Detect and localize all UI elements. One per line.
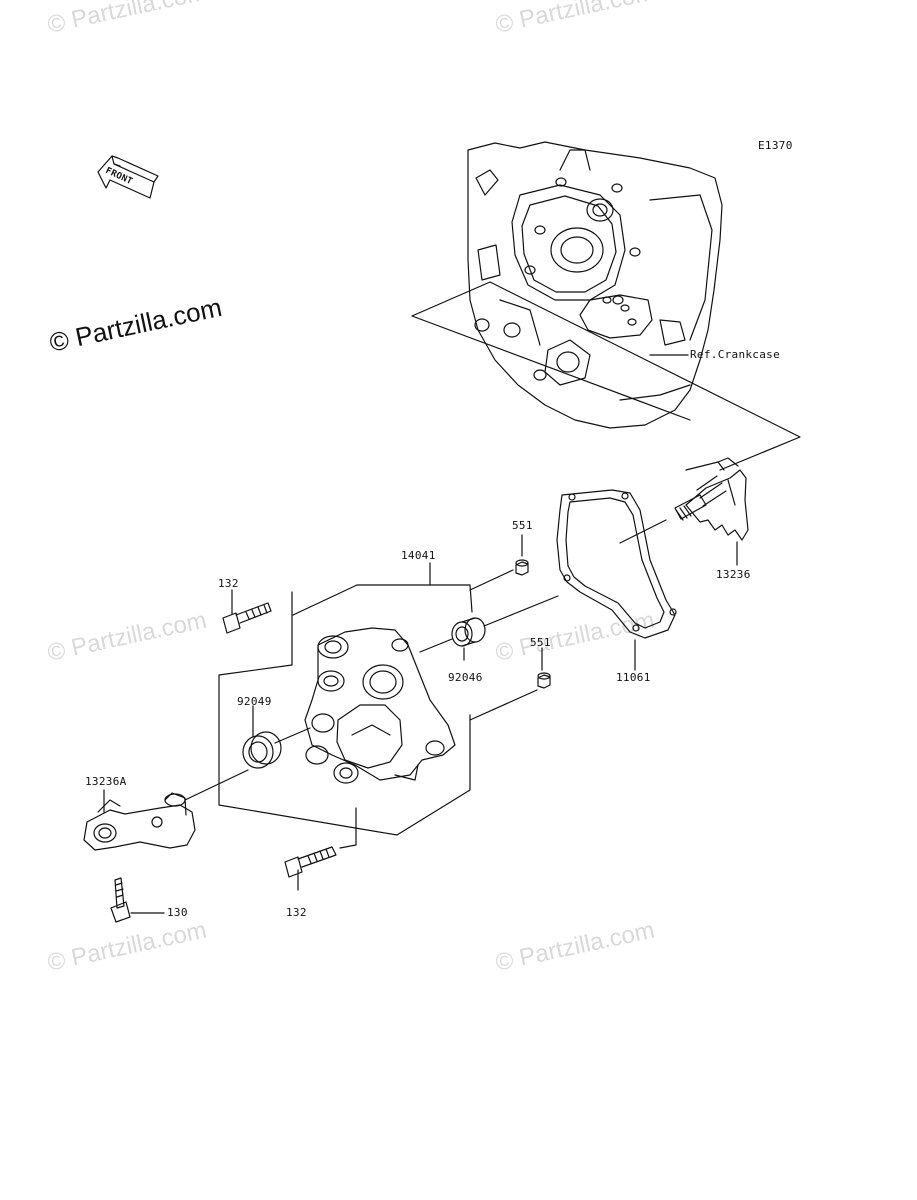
- part-label-551-bottom[interactable]: 551: [530, 636, 551, 649]
- bolt-130: [110, 877, 131, 923]
- part-label-92046[interactable]: 92046: [448, 671, 483, 684]
- bolt-132-bottom: [284, 846, 337, 878]
- shift-shaft-13236: [674, 457, 749, 541]
- front-arrow-icon: [97, 155, 159, 199]
- part-label-130[interactable]: 130: [167, 906, 188, 919]
- part-label-13236A[interactable]: 13236A: [85, 775, 127, 788]
- part-label-551-top[interactable]: 551: [512, 519, 533, 532]
- part-label-13236[interactable]: 13236: [716, 568, 751, 581]
- gasket-11061: [556, 489, 677, 639]
- bolt-132-top: [222, 602, 272, 634]
- dowel-pin-551-bottom: [537, 672, 551, 689]
- oil-seal-92049: [242, 731, 282, 769]
- leader-lines: [103, 519, 738, 914]
- part-label-132-bottom[interactable]: 132: [286, 906, 307, 919]
- cover-14041: [304, 627, 456, 784]
- shift-arm-13236A: [83, 792, 196, 851]
- dowel-pin-551-top: [515, 559, 529, 576]
- bearing-92046: [451, 617, 486, 647]
- part-label-92049[interactable]: 92049: [237, 695, 272, 708]
- crankcase-illustration: [467, 141, 723, 429]
- diagram-code: E1370: [758, 139, 793, 152]
- part-label-14041[interactable]: 14041: [401, 549, 436, 562]
- part-label-11061[interactable]: 11061: [616, 671, 651, 684]
- part-label-132-top[interactable]: 132: [218, 577, 239, 590]
- ref-crankcase-label: Ref.Crankcase: [690, 348, 780, 361]
